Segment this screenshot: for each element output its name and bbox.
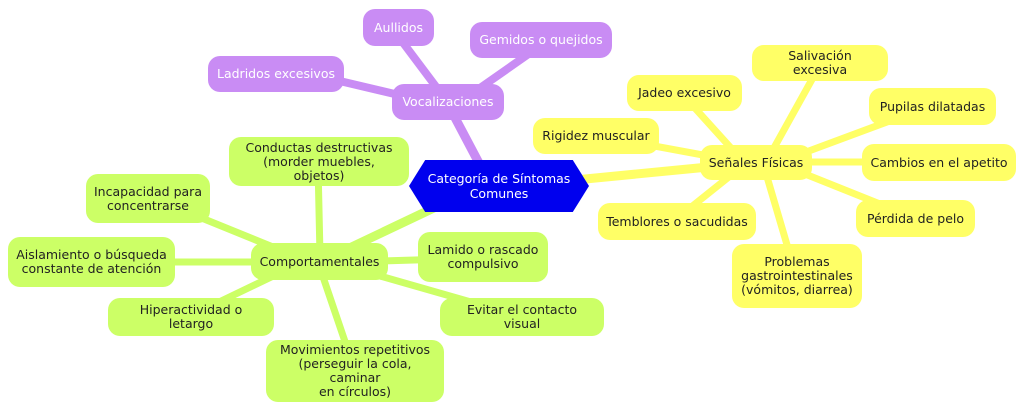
branch-vocalizaciones[interactable]: Vocalizaciones [392,84,504,120]
node-aullidos[interactable]: Aullidos [363,9,434,46]
branch-comportamentales[interactable]: Comportamentales [251,243,388,280]
node-pupilas[interactable]: Pupilas dilatadas [869,88,996,125]
central-node[interactable]: Categoría de Síntomas Comunes [409,160,589,212]
node-rigidez[interactable]: Rigidez muscular [533,118,659,154]
node-ladridos[interactable]: Ladridos excesivos [208,56,344,92]
node-incapacidad[interactable]: Incapacidad para concentrarse [86,174,210,223]
node-evitar[interactable]: Evitar el contacto visual [440,298,604,336]
edge-central-vocalizaciones [447,107,485,170]
node-apetito[interactable]: Cambios en el apetito [862,144,1016,181]
node-jadeo[interactable]: Jadeo excesivo [627,75,742,111]
node-lamido[interactable]: Lamido o rascado compulsivo [418,232,548,282]
node-conductas[interactable]: Conductas destructivas (morder muebles, … [229,137,409,186]
node-salivacion[interactable]: Salivación excesiva [752,45,888,81]
node-hiperactividad[interactable]: Hiperactividad o letargo [108,298,274,336]
node-pelo[interactable]: Pérdida de pelo [856,200,975,237]
node-gemidos[interactable]: Gemidos o quejidos [470,22,612,58]
node-problemas[interactable]: Problemas gastrointestinales (vómitos, d… [732,244,862,308]
node-movimientos[interactable]: Movimientos repetitivos (perseguir la co… [266,340,444,402]
node-aislamiento[interactable]: Aislamiento o búsqueda constante de aten… [8,237,175,287]
node-temblores[interactable]: Temblores o sacudidas [598,203,756,240]
branch-senales-fisicas[interactable]: Señales Físicas [700,145,812,180]
